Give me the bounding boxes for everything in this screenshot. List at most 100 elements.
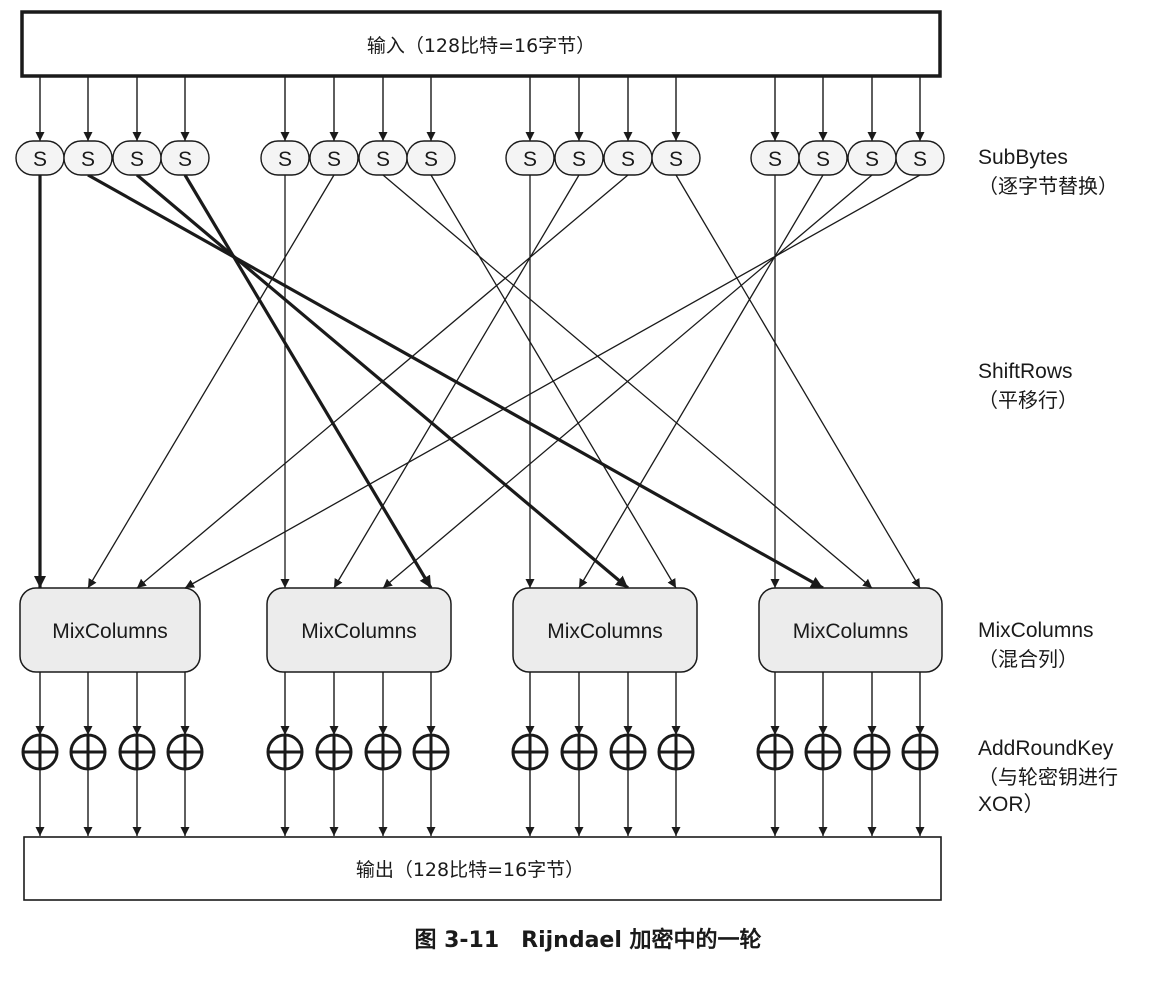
sbox: S (15, 140, 65, 176)
stage-label-mixcolumns: MixColumns （混合列） (978, 617, 1094, 673)
sbox-label: S (130, 148, 144, 171)
shiftrows-line (87, 174, 335, 589)
mixcolumns-label: MixColumns (547, 620, 663, 643)
stage-label-shiftrows: ShiftRows （平移行） (978, 358, 1078, 414)
sbox-label: S (327, 148, 341, 171)
sbox-label: S (81, 148, 95, 171)
sbox-label: S (913, 148, 927, 171)
sbox-label: S (865, 148, 879, 171)
output-block: 输出（128比特=16字节） (23, 836, 942, 901)
mixcolumns-box: MixColumns (758, 587, 943, 673)
mixcolumns-to-xor-arrows (35, 672, 925, 735)
sbox: S (798, 140, 848, 176)
sbox: S (750, 140, 800, 176)
stage-label-subbytes: SubBytes （逐字节替换） (978, 144, 1118, 200)
sbox-label: S (523, 148, 537, 171)
stage-desc: （逐字节替换） (978, 174, 1118, 198)
sbox-label: S (816, 148, 830, 171)
stage-desc-cont: XOR） (978, 793, 1045, 816)
sbox: S (260, 140, 310, 176)
sbox-label: S (572, 148, 586, 171)
xor-circle-plus-icon (804, 733, 842, 771)
mixcolumns-label: MixColumns (301, 620, 417, 643)
mixcolumns-label: MixColumns (793, 620, 909, 643)
sbox: S (895, 140, 945, 176)
sbox: S (847, 140, 897, 176)
sbox-label: S (376, 148, 390, 171)
mixcolumns-shape (19, 587, 201, 673)
xor-circle-plus-icon (609, 733, 647, 771)
mixcolumns-box: MixColumns (512, 587, 698, 673)
shiftrows-line-highlighted (87, 173, 824, 590)
shiftrows-line (675, 174, 921, 589)
sbox-shape (63, 140, 113, 176)
sbox-label: S (178, 148, 192, 171)
stage-name: ShiftRows (978, 360, 1073, 383)
xor-circle-plus-icon (657, 733, 695, 771)
shiftrows-line (430, 174, 677, 589)
mixcolumns-shape (758, 587, 943, 673)
mixcolumns-boxes: MixColumns MixColumns MixColumns MixColumns (19, 587, 943, 673)
sbox: S (651, 140, 701, 176)
sbox-label: S (33, 148, 47, 171)
sbox-shape (260, 140, 310, 176)
sbox: S (309, 140, 359, 176)
sbox-shape (505, 140, 555, 176)
sbox-label: S (768, 148, 782, 171)
sbox-shape (651, 140, 701, 176)
mixcolumns-box: MixColumns (266, 587, 452, 673)
xor-circle-plus-icon (560, 733, 598, 771)
xor-circle-plus-icon (315, 733, 353, 771)
input-arrows (35, 77, 925, 141)
sbox-label: S (669, 148, 683, 171)
shiftrows-line-highlighted (183, 174, 433, 589)
output-label: 输出（128比特=16字节） (356, 859, 584, 881)
input-block: 输入（128比特=16字节） (20, 10, 942, 78)
shiftrows-line (184, 174, 921, 589)
addroundkey-xors (21, 733, 939, 771)
sbox: S (554, 140, 604, 176)
stage-name: MixColumns (978, 619, 1094, 642)
xor-circle-plus-icon (21, 733, 59, 771)
xor-circle-plus-icon (756, 733, 794, 771)
sbox: S (603, 140, 653, 176)
input-box (20, 10, 942, 78)
mixcolumns-box: MixColumns (19, 587, 201, 673)
xor-circle-plus-icon (511, 733, 549, 771)
sbox: S (406, 140, 456, 176)
xor-circle-plus-icon (853, 733, 891, 771)
sbox: S (63, 140, 113, 176)
xor-to-output-arrows (35, 769, 925, 836)
xor-circle-plus-icon (166, 733, 204, 771)
sbox-shape (554, 140, 604, 176)
mixcolumns-shape (512, 587, 698, 673)
sbox-shape (895, 140, 945, 176)
stage-name: AddRoundKey (978, 737, 1114, 760)
sbox: S (112, 140, 162, 176)
stage-desc: （平移行） (978, 388, 1078, 412)
stage-desc: （与轮密钥进行 (978, 765, 1118, 789)
shiftrows-wiring (34, 173, 921, 590)
sbox-label: S (278, 148, 292, 171)
xor-circle-plus-icon (118, 733, 156, 771)
xor-circle-plus-icon (901, 733, 939, 771)
sbox: S (358, 140, 408, 176)
sbox: S (505, 140, 555, 176)
sbox-shape (160, 140, 210, 176)
stage-name: SubBytes (978, 146, 1068, 169)
sbox-shape (309, 140, 359, 176)
shiftrows-line (382, 174, 873, 589)
mixcolumns-shape (266, 587, 452, 673)
xor-circle-plus-icon (364, 733, 402, 771)
output-box (23, 836, 942, 901)
figure-caption: 图 3-11 Rijndael 加密中的一轮 (414, 928, 762, 953)
stage-label-addroundkey: AddRoundKey （与轮密钥进行 XOR） (978, 735, 1118, 819)
shiftrows-line-highlighted (135, 173, 630, 590)
sbox-shape (798, 140, 848, 176)
xor-circle-plus-icon (266, 733, 304, 771)
input-label: 输入（128比特=16字节） (367, 35, 595, 57)
xor-circle-plus-icon (412, 733, 450, 771)
sbox: S (160, 140, 210, 176)
